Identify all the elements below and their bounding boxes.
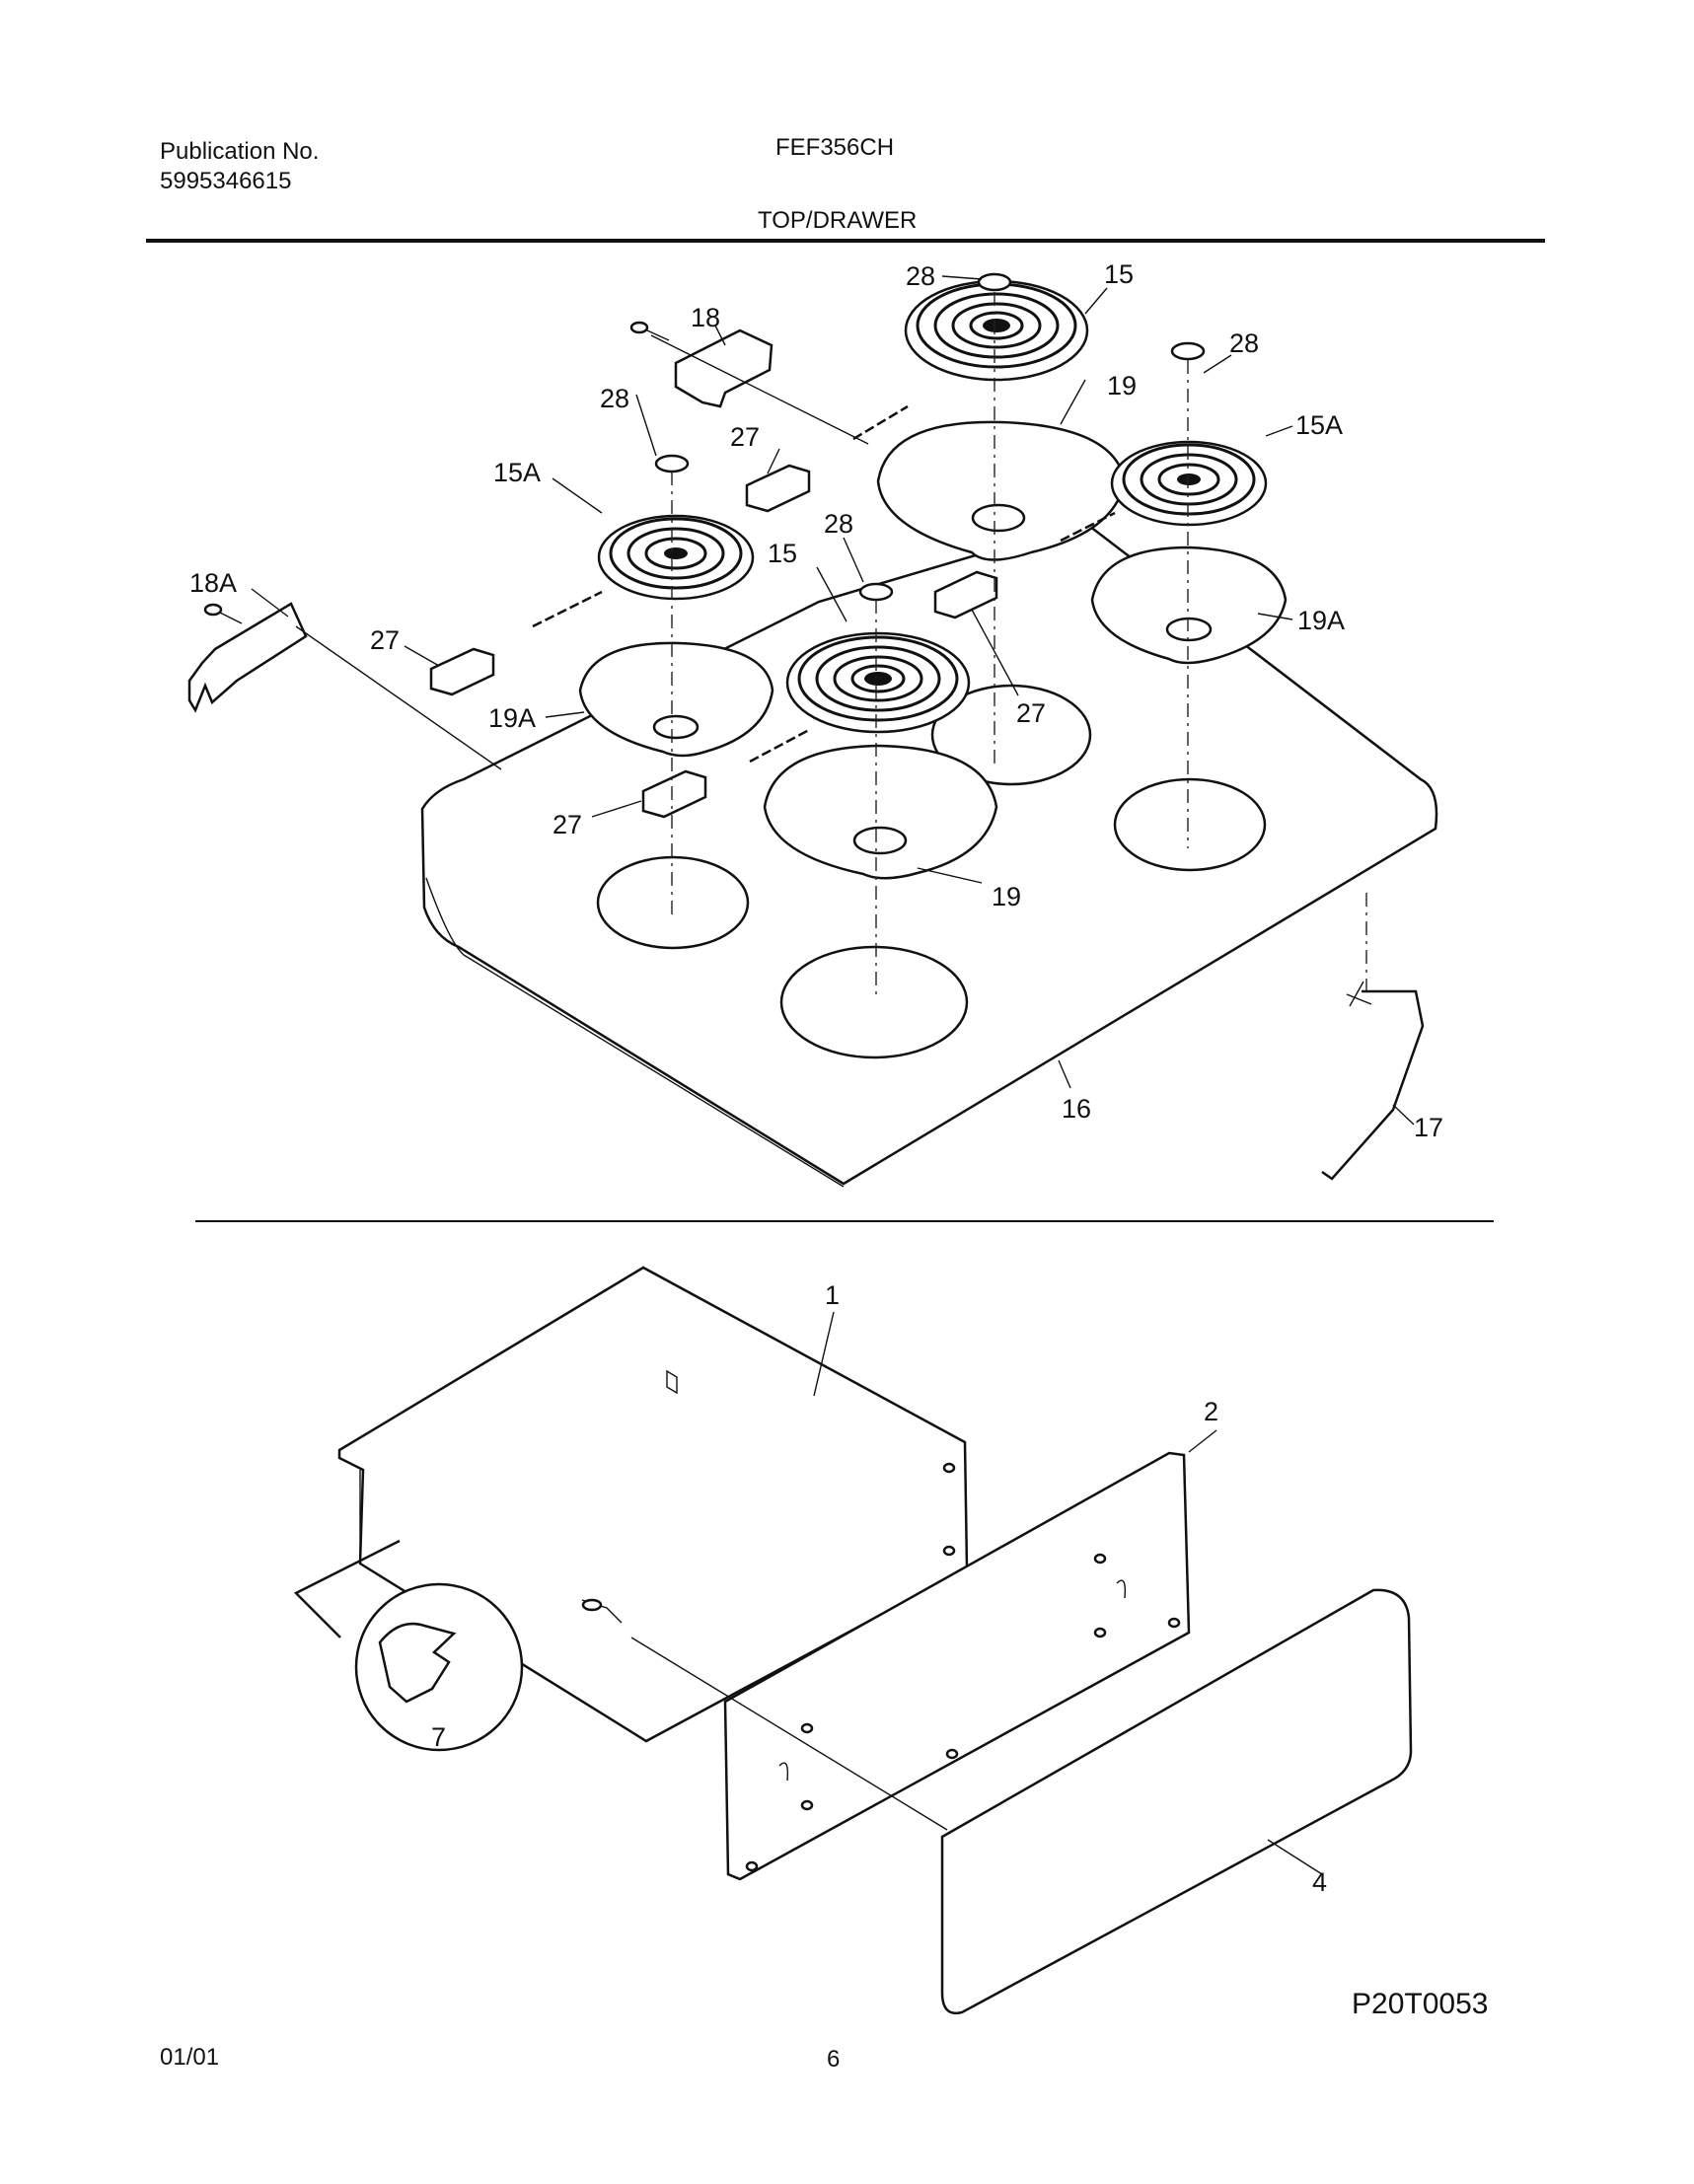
footer-date: 01/01: [160, 2044, 220, 2071]
drip-bowl-19A-right: [1090, 546, 1288, 665]
bracket-18: [674, 328, 773, 408]
receptacle-27: [429, 647, 495, 696]
drip-bowl-19-rear: [876, 420, 1127, 561]
callout-19A: 19A: [488, 703, 536, 733]
drawer-glide-7-detail: [354, 1582, 524, 1752]
trim-cap-28: [1170, 341, 1206, 361]
surface-element-15-front: [785, 631, 971, 734]
burner-opening: [779, 945, 969, 1059]
surface-element-15A-left: [597, 514, 755, 601]
callout-27: 27: [370, 625, 400, 655]
callout-28: 28: [906, 261, 935, 291]
callout-15A: 15A: [1295, 410, 1343, 440]
callout-19: 19: [992, 882, 1021, 911]
drawer-face-4: [940, 1588, 1413, 2015]
callout-19: 19: [1107, 371, 1137, 400]
callout-19A: 19A: [1297, 606, 1345, 635]
section-title: TOP/DRAWER: [758, 207, 918, 234]
receptacle-27: [933, 570, 998, 619]
drip-bowl-19-front: [763, 744, 998, 880]
diagram-code: P20T0053: [1352, 1988, 1488, 2020]
callout-4: 4: [1312, 1867, 1327, 1897]
callout-2: 2: [1204, 1397, 1218, 1426]
callout-28: 28: [600, 384, 629, 413]
bracket-18A: [187, 602, 308, 713]
callout-28: 28: [824, 509, 853, 539]
callout-7: 7: [431, 1722, 446, 1752]
drawer-glide-rail: [293, 1539, 401, 1638]
trim-cap-28: [858, 582, 894, 602]
callout-27: 27: [730, 422, 760, 452]
burner-opening: [596, 855, 750, 950]
callout-28: 28: [1229, 328, 1259, 358]
callout-27: 27: [552, 810, 582, 839]
callout-1: 1: [825, 1280, 840, 1310]
trim-cap-28: [654, 454, 690, 473]
publication-number: 5995346615: [160, 168, 292, 194]
callout-27: 27: [1016, 698, 1046, 728]
callout-17: 17: [1414, 1113, 1443, 1142]
burner-opening: [930, 684, 1092, 786]
receptacle-27: [641, 769, 707, 819]
publication-label: Publication No.: [160, 138, 320, 165]
callout-16: 16: [1062, 1094, 1091, 1124]
callout-15: 15: [768, 539, 797, 568]
drawer-front-panel-2: [723, 1451, 1191, 1881]
callout-18A: 18A: [189, 568, 237, 598]
drip-bowl-19A-left: [578, 641, 774, 758]
model-number: FEF356CH: [775, 134, 895, 161]
callout-15: 15: [1104, 259, 1134, 289]
callout-18: 18: [691, 303, 720, 332]
trim-cap-28: [977, 272, 1012, 292]
page-number: 6: [827, 2046, 841, 2073]
receptacle-27: [745, 464, 811, 513]
surface-element-15A-right: [1110, 440, 1268, 527]
callout-15A: 15A: [493, 458, 541, 487]
anti-tip-bracket-17: [1321, 989, 1425, 1181]
burner-opening: [1113, 777, 1267, 872]
surface-element-15-rear: [904, 279, 1089, 382]
